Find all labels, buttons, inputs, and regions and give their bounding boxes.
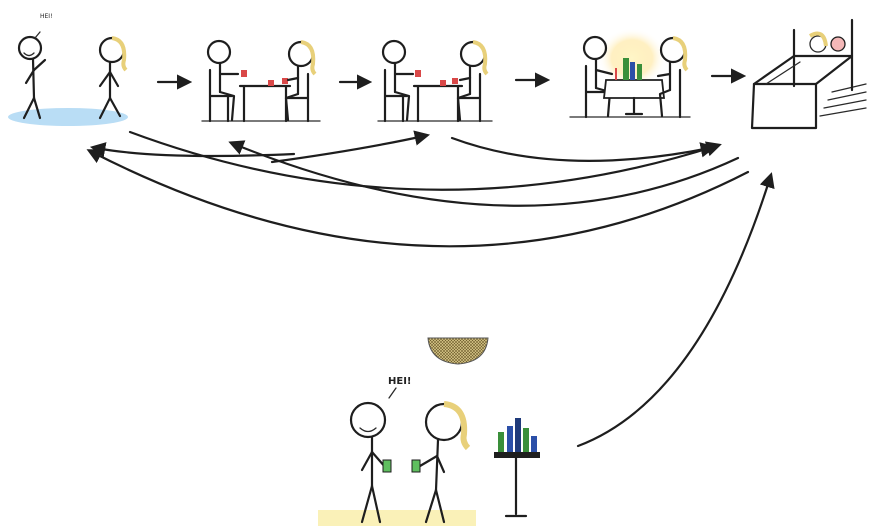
bar-floor — [318, 510, 476, 526]
drink-cup-icon — [412, 460, 420, 472]
arrow-coffee-to-second — [272, 136, 424, 162]
arrow-bar-to-bed — [578, 178, 770, 446]
bar-table — [494, 418, 540, 516]
scene-candlelit-dinner — [570, 28, 690, 117]
speech-line — [35, 32, 40, 38]
cup-icon — [282, 78, 288, 84]
greeting-small-text: HEI! — [40, 13, 52, 20]
scene-second-coffee-date — [378, 41, 492, 121]
cup-icon — [268, 80, 274, 86]
woman-figure — [100, 38, 126, 118]
scene-bedroom — [752, 20, 866, 128]
arrow-street-to-bed — [130, 132, 716, 190]
man-figure — [351, 403, 391, 522]
man-figure — [19, 37, 45, 118]
scene-bar-meeting: HEI! — [318, 338, 540, 526]
sleeping-head — [831, 37, 845, 51]
bottle-icon — [515, 418, 521, 452]
arrow-second-to-bed — [452, 138, 710, 161]
floor-lines — [820, 84, 866, 116]
bottle-icon — [531, 436, 537, 452]
woman-figure — [412, 404, 468, 522]
greeting-large-text: HEI! — [388, 376, 411, 387]
street-floor — [8, 108, 128, 126]
drink-cup-icon — [383, 460, 391, 472]
scene-meeting-on-street: HEI! — [8, 13, 128, 126]
bottle-icon — [507, 426, 513, 452]
bottle-icon — [623, 58, 629, 80]
bottle-icon — [498, 432, 504, 452]
bottle-icon — [637, 64, 642, 80]
bottle-icon — [523, 428, 529, 452]
arrow-bed-to-coffee — [234, 144, 738, 206]
arrow-bed-to-street — [92, 152, 748, 246]
cup-icon — [241, 70, 247, 77]
speech-line — [389, 388, 396, 398]
scene-coffee-date — [202, 41, 320, 121]
cup-icon — [452, 78, 458, 84]
lamp-icon — [428, 338, 488, 364]
loop-arrows — [92, 132, 770, 446]
bottle-icon — [630, 62, 635, 80]
cup-icon — [415, 70, 421, 77]
cup-icon — [440, 80, 446, 86]
